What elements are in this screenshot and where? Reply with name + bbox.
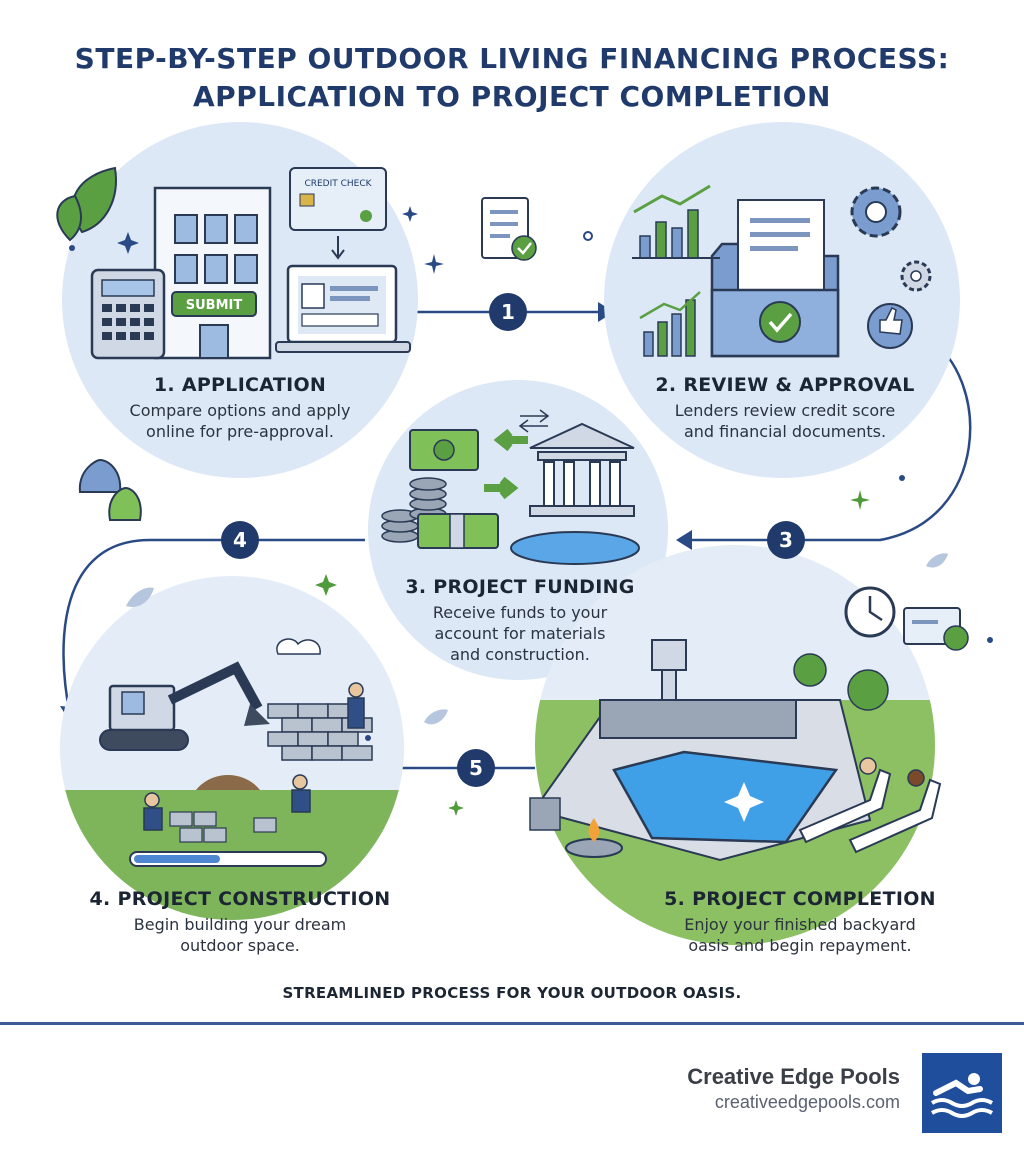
paver-tiles xyxy=(169,811,277,843)
step-2-label: 2. REVIEW & APPROVAL Lenders review cred… xyxy=(630,374,940,442)
step-5-label: 5. PROJECT COMPLETION Enjoy your finishe… xyxy=(640,888,960,956)
step-3-title: 3. PROJECT FUNDING xyxy=(405,576,635,598)
brick-wall-icon xyxy=(267,703,373,761)
money-bag-icon xyxy=(78,458,142,521)
step-3-desc-line-1: Receive funds to your xyxy=(432,603,608,622)
svg-text:1: 1 xyxy=(501,300,515,324)
decor-sparkles xyxy=(69,206,993,816)
svg-text:3: 3 xyxy=(779,528,793,552)
bill-payment-icon xyxy=(903,607,969,651)
brand-block: Creative Edge Pools creativeedgepools.co… xyxy=(687,1064,900,1113)
step-2-illustration xyxy=(632,184,932,358)
step-2-desc-line-1: Lenders review credit score xyxy=(674,401,896,420)
step-5-title: 5. PROJECT COMPLETION xyxy=(664,888,936,910)
person-icon xyxy=(859,757,877,775)
step-1-title: 1. APPLICATION xyxy=(153,374,327,396)
cloud-icon xyxy=(276,638,321,655)
step-1-desc-line-2: online for pre-approval. xyxy=(146,422,334,441)
tree-icon xyxy=(793,653,827,687)
checklist-icon xyxy=(481,197,537,261)
step-badge-4: 4 xyxy=(221,521,259,559)
step-5-illustration xyxy=(529,639,942,862)
svg-text:4: 4 xyxy=(233,528,247,552)
step-badge-3: 3 xyxy=(767,521,805,559)
step-2-title: 2. REVIEW & APPROVAL xyxy=(655,374,915,396)
step-1-label: 1. APPLICATION Compare options and apply… xyxy=(80,374,400,442)
page-title: STEP-BY-STEP OUTDOOR LIVING FINANCING PR… xyxy=(0,40,1024,116)
step-4-illustration xyxy=(99,638,373,867)
swimming-pool xyxy=(612,750,839,844)
page-title-line-2: APPLICATION TO PROJECT COMPLETION xyxy=(193,80,831,113)
exchange-arrows-icon xyxy=(518,409,550,433)
step-1-description: Compare options and apply online for pre… xyxy=(80,400,400,442)
step-1-desc-line-1: Compare options and apply xyxy=(129,401,351,420)
brand-name: Creative Edge Pools xyxy=(687,1064,900,1089)
arrowhead-3 xyxy=(676,530,692,550)
pool-icon xyxy=(510,531,640,565)
connector-2-3 xyxy=(680,338,972,542)
step-2-desc-line-2: and financial documents. xyxy=(683,422,887,441)
step-badge-1: 1 xyxy=(489,293,527,331)
step-5-desc-line-2: oasis and begin repayment. xyxy=(688,936,912,955)
submit-label: SUBMIT xyxy=(186,298,243,313)
page-title-line-1: STEP-BY-STEP OUTDOOR LIVING FINANCING PR… xyxy=(74,42,950,75)
swimmer-icon xyxy=(930,1073,994,1118)
step-1-illustration: SUBMIT CREDIT CHECK xyxy=(56,166,411,360)
step-2-description: Lenders review credit score and financia… xyxy=(630,400,940,442)
process-illustration: SUBMIT CREDIT CHECK xyxy=(56,122,993,945)
step-4-desc-line-2: outdoor space. xyxy=(180,936,300,955)
step-4-label: 4. PROJECT CONSTRUCTION Begin building y… xyxy=(70,888,410,956)
step-3-illustration xyxy=(381,422,640,565)
brand-logo xyxy=(922,1053,1002,1133)
footer-tagline: STREAMLINED PROCESS FOR YOUR OUTDOOR OAS… xyxy=(282,984,742,1002)
step-4-description: Begin building your dream outdoor space. xyxy=(70,914,410,956)
connector-3-4 xyxy=(62,538,365,716)
step-3-description: Receive funds to your account for materi… xyxy=(370,602,670,665)
gear-icon xyxy=(850,186,932,292)
step-4-title: 4. PROJECT CONSTRUCTION xyxy=(89,888,391,910)
bar-chart-icon xyxy=(632,184,720,259)
credit-check-label: CREDIT CHECK xyxy=(304,179,372,189)
step-3-label: 3. PROJECT FUNDING Receive funds to your… xyxy=(370,576,670,665)
brand-url[interactable]: creativeedgepools.com xyxy=(714,1092,900,1112)
leaf-decoration-icon xyxy=(126,587,154,608)
step-5-description: Enjoy your finished backyard oasis and b… xyxy=(640,914,960,956)
submit-button-graphic xyxy=(171,291,257,317)
step-3-desc-line-2: account for materials xyxy=(434,624,606,643)
worker-icon xyxy=(143,682,365,831)
bank-icon xyxy=(529,422,635,517)
step-badge-5: 5 xyxy=(457,749,495,787)
progress-bar-fill xyxy=(134,855,220,863)
step-3-desc-line-3: and construction. xyxy=(450,645,590,664)
svg-text:5: 5 xyxy=(469,756,483,780)
step-4-desc-line-1: Begin building your dream xyxy=(133,915,347,934)
dirt-mound xyxy=(196,775,260,790)
excavator-icon xyxy=(99,661,270,751)
lounge-chair-icon xyxy=(798,768,942,854)
outdoor-kitchen xyxy=(599,699,797,739)
footer-divider xyxy=(0,1022,1024,1025)
clock-icon xyxy=(844,586,896,638)
step-5-desc-line-1: Enjoy your finished backyard xyxy=(684,915,916,934)
approval-check-icon xyxy=(759,301,801,343)
